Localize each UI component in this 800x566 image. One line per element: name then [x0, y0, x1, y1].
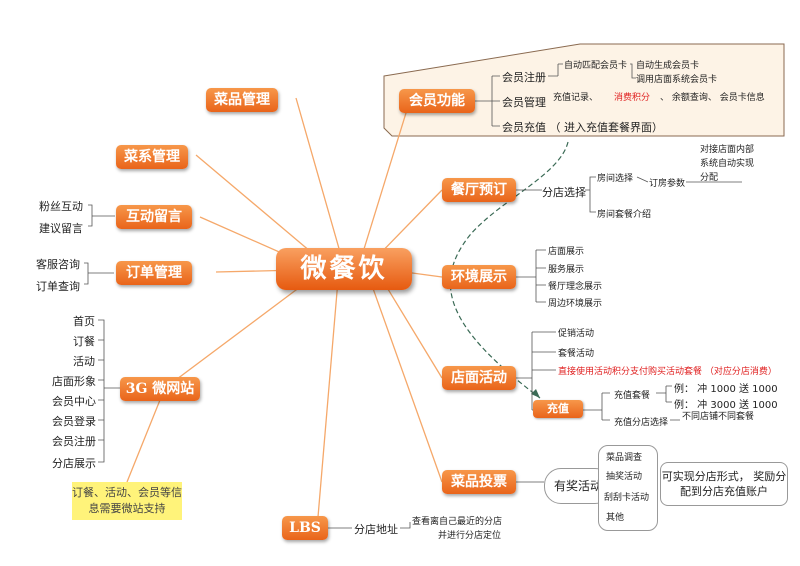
- recharge-example: 例： 冲 3000 送 1000: [674, 400, 778, 411]
- booking-node[interactable]: 餐厅预订: [442, 178, 516, 202]
- register-item: 自动生成会员卡: [636, 61, 700, 71]
- activity-item-points: 直接使用活动积分支付购买活动套餐 （对应分店消费）: [558, 367, 777, 377]
- center-node[interactable]: 微餐饮: [276, 248, 412, 290]
- lbs-detail: 并进行分店定位: [438, 531, 502, 541]
- environment-item: 服务展示: [548, 265, 585, 275]
- 3g-site-node[interactable]: 3G 微网站: [120, 377, 200, 401]
- lbs-detail: 查看离自己最近的分店: [412, 517, 503, 527]
- member-recharge: 会员充值 （ 进入充值套餐界面）: [502, 121, 663, 134]
- site-item: 会员登录: [52, 415, 96, 428]
- interaction-node[interactable]: 互动留言: [116, 205, 192, 229]
- lbs-node[interactable]: LBS: [282, 516, 328, 540]
- member-manage: 会员管理: [502, 96, 546, 109]
- interaction-item: 建议留言: [39, 222, 83, 235]
- recharge-branch: 充值分店选择: [614, 418, 669, 428]
- room-select: 房间选择: [597, 174, 634, 184]
- room-package: 房间套餐介绍: [597, 210, 652, 220]
- category-management-node[interactable]: 菜系管理: [116, 145, 188, 169]
- dashed-arrow: [449, 141, 569, 399]
- environment-item: 周边环境展示: [548, 299, 603, 309]
- room-params: 订房参数: [649, 179, 686, 189]
- prize-item: 其他: [606, 513, 625, 523]
- site-item: 店面形象: [52, 375, 96, 388]
- manage-item: 充值记录、: [553, 93, 599, 103]
- activity-item: 促销活动: [558, 329, 595, 339]
- environment-node[interactable]: 环境展示: [442, 265, 516, 289]
- prize-item: 刮刮卡活动: [604, 493, 650, 503]
- activities-node[interactable]: 店面活动: [442, 366, 516, 390]
- vote-node[interactable]: 菜品投票: [442, 470, 516, 494]
- order-item: 订单查询: [36, 280, 80, 293]
- environment-item: 餐厅理念展示: [548, 282, 603, 292]
- member-function-node[interactable]: 会员功能: [399, 89, 475, 113]
- interaction-item: 粉丝互动: [39, 200, 83, 213]
- site-item: 分店展示: [52, 457, 96, 470]
- recharge-package: 充值套餐: [614, 391, 651, 401]
- recharge-node[interactable]: 充值: [533, 400, 583, 418]
- register-item: 调用店面系统会员卡: [636, 75, 718, 85]
- room-note: 对接店面内部: [700, 145, 755, 155]
- environment-item: 店面展示: [548, 247, 585, 257]
- register-item: 自动匹配会员卡: [564, 61, 628, 71]
- manage-item: 、 余额查询、 会员卡信息: [660, 93, 765, 103]
- member-callout-box: [383, 43, 785, 137]
- site-item: 会员中心: [52, 395, 96, 408]
- site-item: 活动: [73, 355, 95, 368]
- site-item: 首页: [73, 315, 95, 328]
- activity-item: 套餐活动: [558, 349, 595, 359]
- member-register: 会员注册: [502, 71, 546, 84]
- site-note: 订餐、活动、会员等信息需要微站支持: [72, 482, 182, 520]
- prize-list: [598, 445, 658, 531]
- room-note: 分配: [700, 173, 719, 183]
- lbs-child: 分店地址: [354, 523, 398, 536]
- room-note: 系统自动实现: [700, 159, 755, 169]
- promo-note: 可实现分店形式， 奖励分配到分店充值账户: [660, 462, 788, 506]
- manage-item-points: 消费积分: [614, 93, 651, 103]
- site-item: 会员注册: [52, 435, 96, 448]
- order-management-node[interactable]: 订单管理: [116, 261, 192, 285]
- prize-item: 菜品调查: [606, 453, 643, 463]
- recharge-example: 例： 冲 1000 送 1000: [674, 384, 778, 395]
- order-item: 客服咨询: [36, 258, 80, 271]
- branch-note: 不同店铺不同套餐: [682, 412, 755, 422]
- branch-select: 分店选择: [542, 186, 586, 199]
- dish-management-node[interactable]: 菜品管理: [206, 88, 278, 112]
- prize-item: 抽奖活动: [606, 472, 643, 482]
- site-item: 订餐: [73, 335, 95, 348]
